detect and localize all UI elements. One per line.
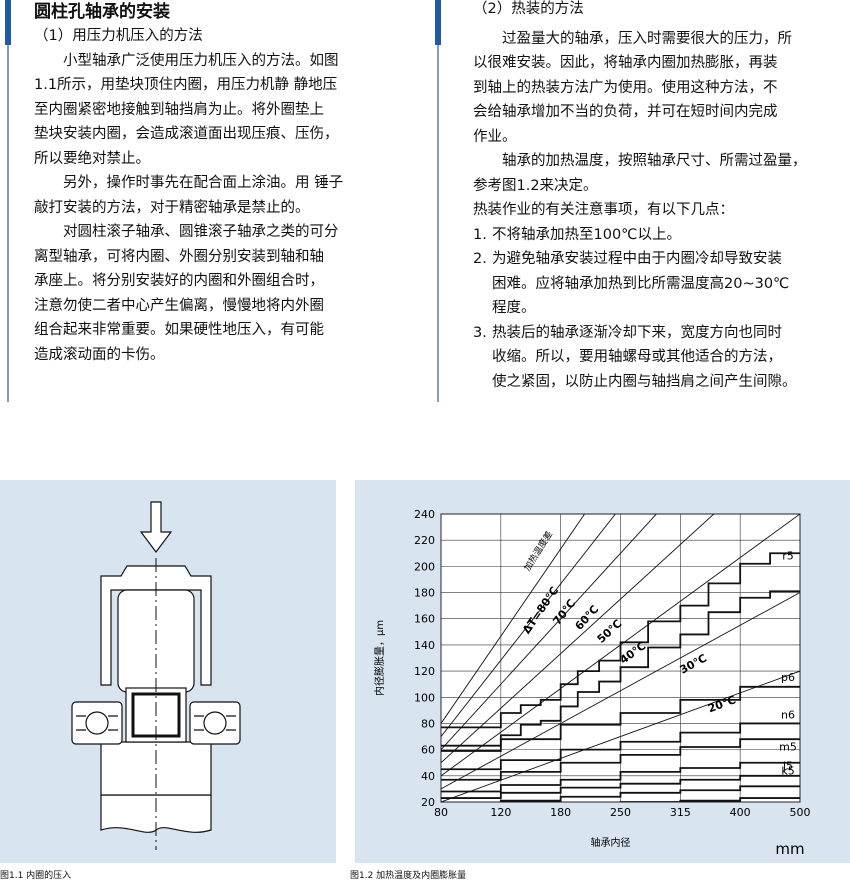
left-text-column: 圆柱孔轴承的安装 （1）用压力机压入的方法 小型轴承广泛使用压力机压入的方法。如…	[34, 0, 414, 367]
temperature-line	[441, 592, 800, 790]
left-paragraph-2-line: 组合起来非常重要。如果硬性地压入，有可能	[34, 322, 324, 338]
note-text: 为避免轴承安装过程中由于内圈冷却导致安装困难。应将轴承加热到比所需温度高20~3…	[492, 251, 790, 316]
fit-step-line-p6	[441, 685, 800, 752]
x-tick-label: 315	[670, 806, 691, 819]
right-paragraph-1-line: 参考图1.2来决定。	[473, 177, 598, 194]
right-text-column: （2）热装的方法 过盈量大的轴承，压入时需要很大的压力，所以很难安装。因此，将轴…	[473, 0, 845, 394]
y-tick-label: 60	[421, 744, 435, 757]
temperature-line	[441, 514, 715, 764]
right-paragraphs: 过盈量大的轴承，压入时需要很大的压力，所以很难安装。因此，将轴承内圈加热膨胀，再…	[473, 27, 845, 199]
temperature-line	[441, 670, 800, 802]
section-title: 圆柱孔轴承的安装	[34, 2, 170, 22]
fit-label-m5: m5	[779, 741, 797, 754]
fit-step-line-r5	[441, 590, 800, 747]
section-bar-left	[5, 0, 11, 402]
bearing-left	[71, 701, 123, 745]
y-tick-label: 180	[414, 587, 435, 600]
y-tick-label: 140	[414, 639, 435, 652]
left-paragraph-0-line: 1.1所示，用垫块顶住内圈，用压力机静 静地压	[34, 77, 338, 93]
x-tick-label: 250	[610, 806, 631, 819]
x-axis-label: 轴承内径	[591, 836, 631, 849]
y-tick-label: 240	[414, 508, 435, 521]
note-item: 1. 不将轴承加热至100℃以上。	[473, 223, 845, 248]
left-paragraph-0-line: 垫块安装内圈，会造成滚道面出现压痕、压伤，	[34, 126, 339, 142]
fit-label-n6: n6	[781, 708, 795, 721]
temperature-line	[441, 514, 586, 724]
left-paragraph-0-line: 小型轴承广泛使用压力机压入的方法。如图	[63, 52, 339, 69]
fit-step-line-m5	[441, 761, 800, 793]
figure1-caption: 图1.1 内圈的压入	[0, 871, 72, 881]
x-tick-label: 120	[490, 806, 511, 819]
fit-step-line-p6	[441, 738, 800, 781]
bearing-right	[189, 701, 241, 745]
section-bar-right	[435, 0, 441, 402]
fit-label-k5: k5	[781, 764, 794, 777]
y-tick-label: 80	[421, 717, 435, 730]
right-paragraph-0-line: 作业。	[473, 128, 517, 145]
fit-label-r5: r5	[782, 549, 794, 562]
x-tick-label: 500	[790, 806, 811, 819]
inner-ring-press-diagram	[71, 501, 241, 850]
temperature-line	[441, 514, 616, 737]
y-tick-label: 220	[414, 534, 435, 547]
left-paragraph-1-line: 敲打安装的方法，对于精密轴承是禁止的。	[34, 199, 310, 216]
notes-intro: 热装作业的有关注意事项，有以下几点：	[473, 202, 734, 218]
fit-step-line-r5	[441, 552, 800, 729]
temperature-line	[441, 514, 658, 750]
x-tick-label: 180	[550, 806, 571, 819]
left-paragraph-2-line: 注意勿使二者中心产生偏离，慢慢地将内外圈	[34, 297, 324, 314]
note-item: 2. 为避免轴承安装过程中由于内圈冷却导致安装困难。应将轴承加热到比所需温度高20…	[473, 247, 845, 321]
y-tick-label: 120	[414, 665, 435, 678]
left-paragraph-2-line: 离型轴承，可将内圈、外圈分别安装到轴和轴	[34, 248, 324, 265]
right-paragraph-0-line: 以很难安装。因此，将轴承内圈加热膨胀，再装	[473, 55, 778, 71]
note-number: 3.	[473, 324, 487, 341]
temperature-line	[441, 514, 800, 777]
heating-temperature-chart: 20 40 60 80 100 120 140 160 180 200 220 240 80 120 180…	[373, 508, 811, 858]
fit-label-j5: j5	[782, 759, 793, 772]
note-text: 热装后的轴承逐渐冷却下来，宽度方向也同时收缩。所以，要用轴螺母或其他适合的方法，…	[492, 324, 797, 390]
note-number: 1.	[473, 226, 487, 243]
left-paragraph-2-line: 对圆柱滚子轴承、圆锥滚子轴承之类的可分	[63, 224, 339, 240]
left-paragraph-0-line: 至内圈紧密地接触到轴挡肩为止。将外圈垫上	[34, 101, 324, 118]
right-paragraph-0-line: 到轴上的热装方法广为使用。使用这种方法，不	[473, 79, 778, 96]
left-paragraph-2-line: 承座上。将分别安装好的内圈和外圈组合时，	[34, 273, 324, 289]
left-paragraphs: 小型轴承广泛使用压力机压入的方法。如图 1.1所示，用垫块顶住内圈，用压力机静 静…	[34, 49, 414, 368]
note-number: 2.	[473, 251, 487, 267]
y-tick-label: 40	[421, 770, 435, 783]
note-text: 不将轴承加热至100℃以上。	[492, 226, 681, 243]
y-tick-label: 200	[414, 560, 435, 573]
fit-step-line-n6	[441, 774, 800, 799]
y-tick-label: 100	[414, 691, 435, 704]
left-paragraph-1-line: 另外，操作时事先在配合面上涂油。用 锤子	[63, 175, 344, 191]
press-arrow-icon	[139, 501, 173, 553]
left-paragraph-0-line: 所以要绝对禁止。	[34, 150, 150, 167]
y-tick-label: 160	[414, 613, 435, 626]
right-paragraph-0-line: 会给轴承增加不当的负荷，并可在短时间内完成	[473, 104, 778, 120]
left-subtitle: （1）用压力机压入的方法	[34, 28, 203, 44]
fit-step-line-k5	[499, 785, 800, 802]
fit-step-line-n6	[441, 722, 800, 771]
y-tick-label: 20	[421, 796, 435, 809]
x-axis-unit: mm	[775, 840, 804, 858]
x-tick-label: 80	[434, 806, 448, 819]
x-tick-label: 400	[730, 806, 751, 819]
fit-step-line-m5	[619, 797, 800, 802]
y-axis-label: 内径膨胀量，μm	[373, 620, 386, 696]
notes-list: 1. 不将轴承加热至100℃以上。 2. 为避免轴承安装过程中由于内圈冷却导致安装困难…	[473, 223, 845, 395]
right-subtitle: （2）热装的方法	[473, 1, 584, 17]
figure2-panel: 20 40 60 80 100 120 140 160 180 200 220 240 80 120 180…	[355, 480, 850, 863]
note-item: 3. 热装后的轴承逐渐冷却下来，宽度方向也同时收缩。所以，要用轴螺母或其他适合的方…	[473, 321, 845, 395]
right-paragraph-0-line: 过盈量大的轴承，压入时需要很大的压力，所	[502, 30, 792, 47]
left-paragraph-2-line: 造成滚动面的卡伤。	[34, 346, 165, 363]
figure1-panel	[0, 480, 336, 863]
figure2-caption: 图1.2 加热温度及内圈膨胀量	[350, 871, 467, 881]
right-paragraph-1-line: 轴承的加热温度，按照轴承尺寸、所需过盈量，	[502, 153, 807, 169]
